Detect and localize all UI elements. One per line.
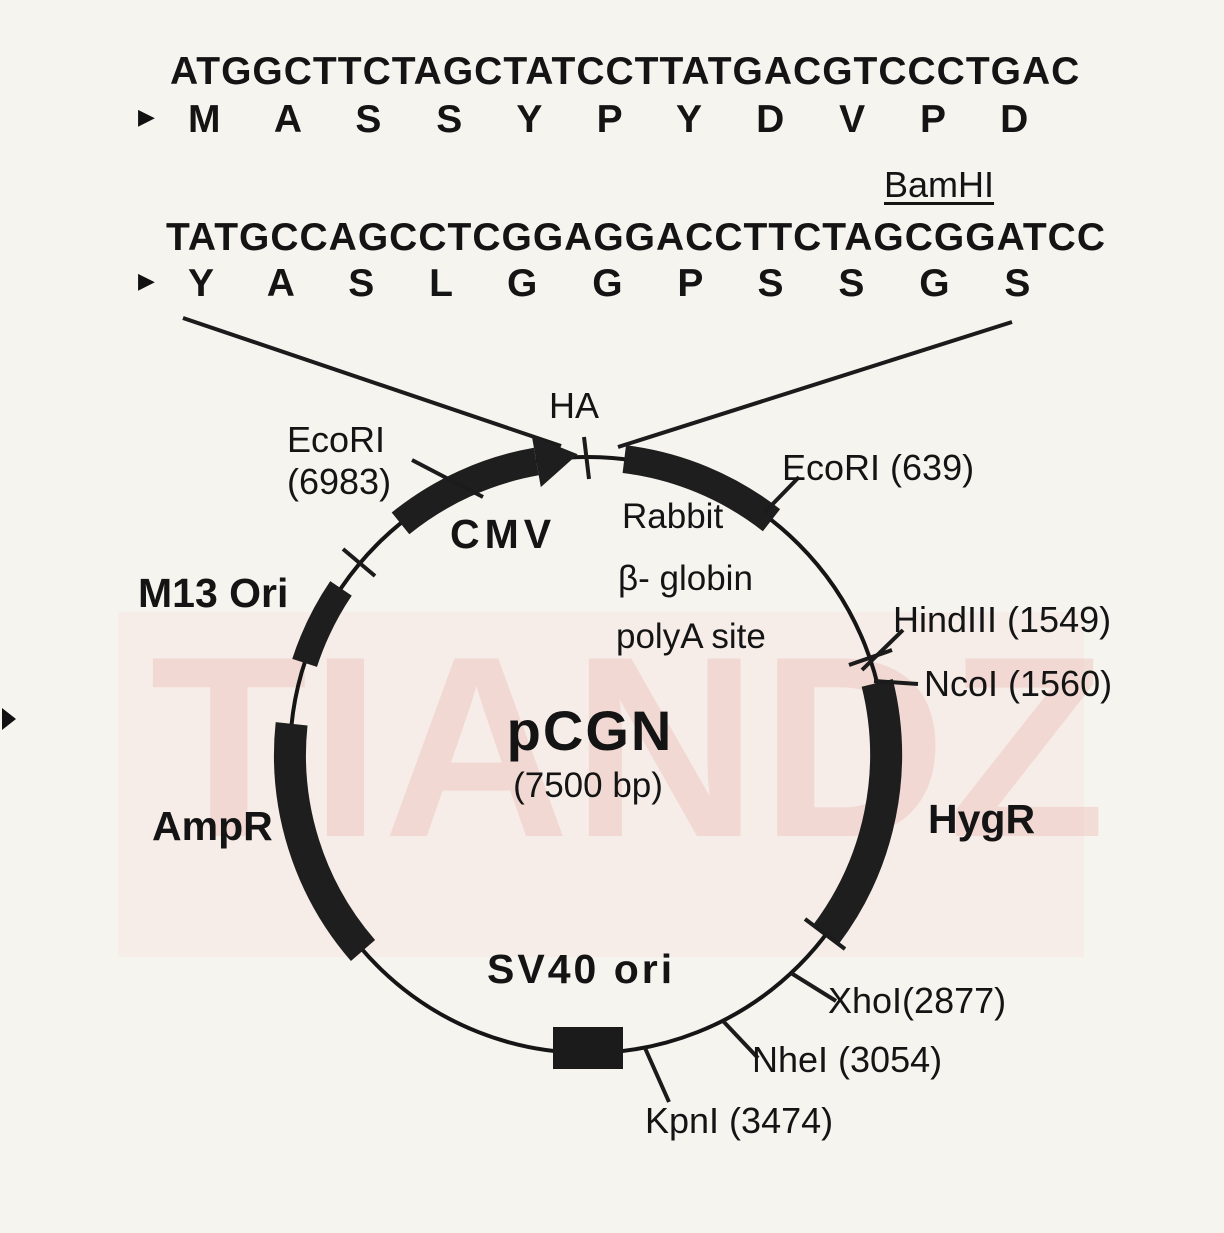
m13-ori-label: M13 Ori [138,570,288,616]
amino-acid-line-1: M A S S Y P Y D V P D [188,98,1029,141]
dna-sequence-line-1: ATGGCTTCTAGCTATCCTTATGACGTCCCTGAC [170,50,1081,93]
cmv-promoter-segment [391,447,539,535]
ncoi-label: NcoI (1560) [924,663,1112,704]
scan-artifact-arrow [2,708,16,730]
polya-label-line1: Rabbit [622,497,723,536]
hindiii-label: HindIII (1549) [893,599,1111,640]
hygr-end-tick [803,917,847,951]
upper-left-site-tick [341,547,377,578]
ecori-639-leader-line [762,475,801,515]
hindiii-site-tick [848,648,893,667]
reading-frame-arrow-icon: ▶ [138,268,155,293]
sv40-ori-box [553,1027,623,1069]
hygr-segment [813,679,903,945]
bamhi-site-label: BamHI [884,164,995,205]
ncoi-leader-line [873,679,919,686]
polya-label-line3: polyA site [616,617,766,656]
ha-site-tick [582,436,591,480]
hindiii-leader-line [860,628,905,672]
amino-acid-line-2: Y A S L G G P S S G S [188,262,1031,305]
ha-label: HA [549,385,599,426]
sequence-connector-left [182,316,562,448]
sequence-connector-right [617,320,1013,449]
ampr-label: AmpR [152,803,273,849]
ecori-6983-name-label: EcoRI [287,419,385,460]
m13-ori-segment [292,581,352,668]
kpni-leader-line [643,1047,671,1103]
ecori-6983-pos-label: (6983) [287,461,391,502]
xhoi-leader-line [789,971,838,1003]
cmv-arrowhead-icon [531,435,578,488]
plasmid-name: pCGN [507,699,674,762]
polya-label-line2: β- globin [618,559,753,598]
dna-sequence-line-2: TATGCCAGCCTCGGAGGACCTTCTAGCGGATCC [166,216,1106,259]
nhei-leader-line [721,1019,760,1060]
cmv-label: CMV [450,511,556,557]
rabbit-bglobin-polya-segment [622,445,781,532]
hygr-label: HygR [928,796,1035,842]
nhei-label: NheI (3054) [752,1039,942,1080]
kpni-label: KpnI (3474) [645,1100,833,1141]
plasmid-size: (7500 bp) [513,766,663,805]
reading-frame-arrow-icon: ▶ [138,104,155,129]
xhoi-label: XhoI(2877) [828,980,1006,1021]
ecori-6983-leader-line [411,458,484,499]
sv40-ori-label: SV40 ori [487,946,675,992]
ampr-segment [273,722,376,961]
ecori-639-label: EcoRI (639) [782,447,974,488]
